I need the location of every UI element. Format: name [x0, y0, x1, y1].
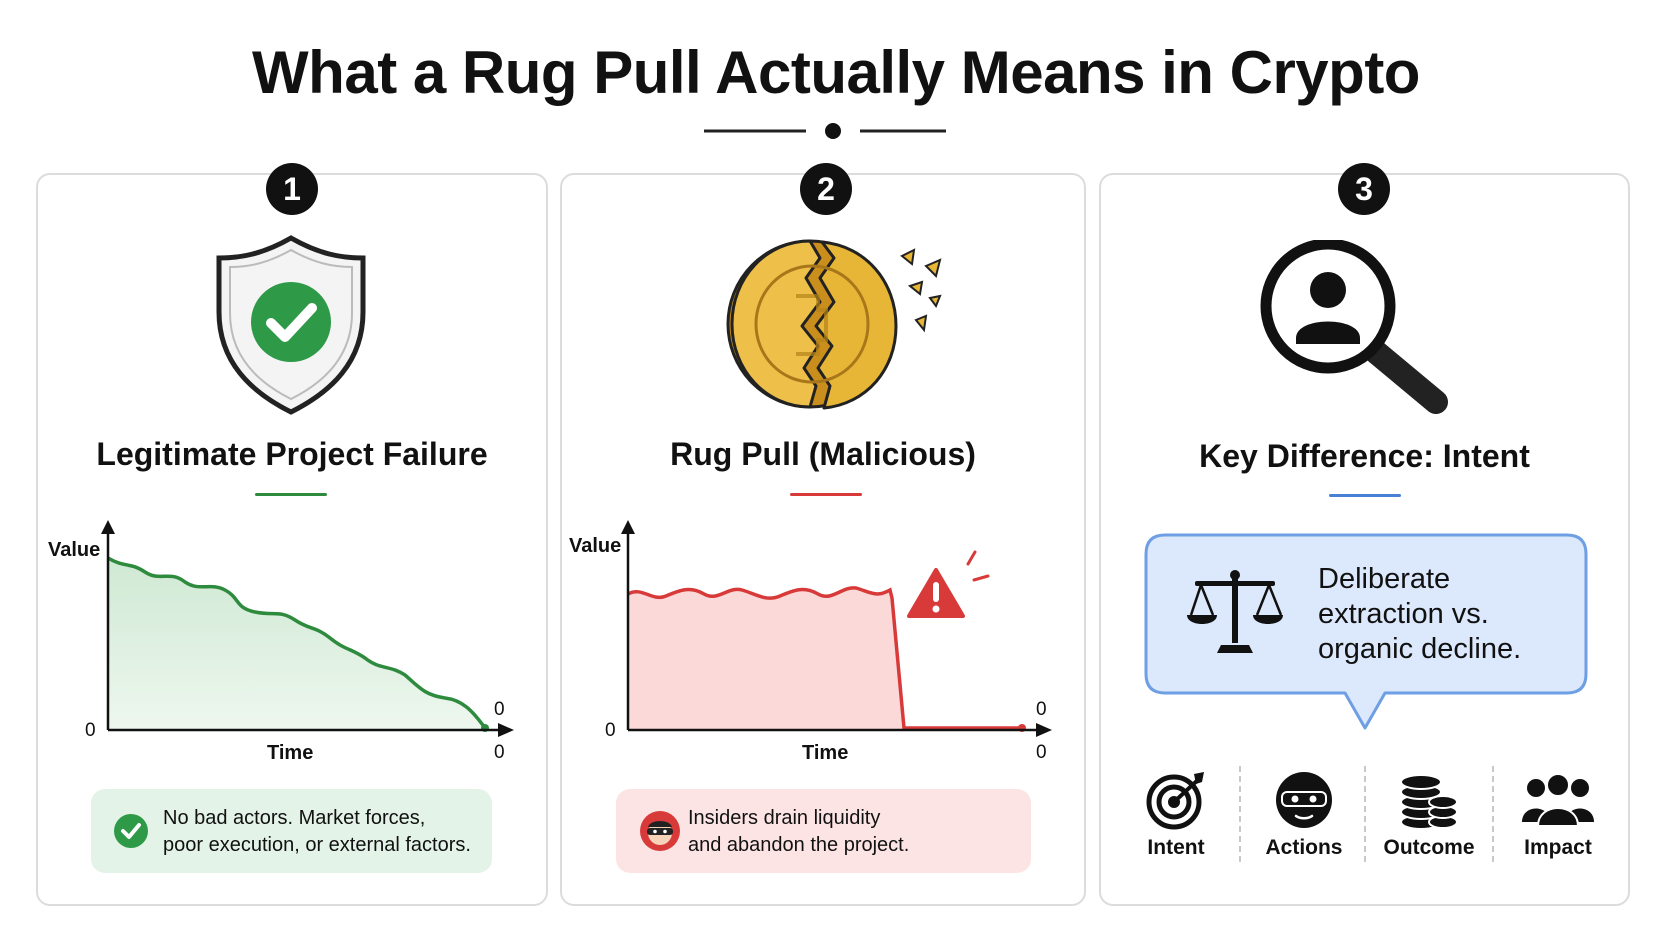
note-line-1: No bad actors. Market forces,	[163, 807, 426, 829]
factor-label-actions: Actions	[1265, 836, 1343, 859]
card-title-key-difference: Key Difference: Intent	[1199, 438, 1530, 474]
step-number-3: 3	[1338, 163, 1390, 215]
bubble-line-2: extraction vs.	[1318, 598, 1489, 630]
bubble-line-3: organic decline.	[1318, 633, 1522, 665]
coin-stack-icon	[1400, 774, 1458, 830]
title-divider	[704, 123, 946, 139]
y-origin-tick-1: 0	[85, 720, 96, 741]
rug-pull-chart	[621, 520, 1052, 737]
note-line-2: poor execution, or external factors.	[163, 834, 471, 856]
y-axis-label-2: Value	[569, 535, 622, 557]
y-end-tick-1: 0	[494, 699, 505, 720]
factor-label-impact: Impact	[1524, 836, 1592, 859]
x-axis-label-1: Time	[267, 742, 314, 764]
card-underline-red	[790, 493, 862, 496]
y-end-tick-2: 0	[1036, 699, 1047, 720]
factor-separator	[1492, 766, 1494, 862]
masked-face-icon	[1276, 772, 1332, 828]
decline-chart	[101, 520, 514, 737]
broken-coin-icon	[726, 239, 942, 410]
note-rug-pull: Insiders drain liquidity and abandon the…	[616, 789, 1031, 873]
card-title-rug-pull: Rug Pull (Malicious)	[670, 436, 976, 472]
rug-pull-area	[628, 587, 904, 730]
note-legitimate: No bad actors. Market forces, poor execu…	[91, 789, 492, 873]
decline-area	[108, 558, 485, 730]
step-number-1: 1	[266, 163, 318, 215]
warning-icon	[907, 550, 990, 618]
decline-line	[107, 556, 487, 730]
bubble-line-1: Deliberate	[1318, 563, 1451, 595]
x-axis-label-2: Time	[802, 742, 849, 764]
note-line-1: Insiders drain liquidity	[688, 807, 881, 829]
y-axis-label-1: Value	[48, 539, 101, 561]
card-underline-green	[255, 493, 327, 496]
factor-label-outcome: Outcome	[1383, 836, 1475, 859]
card-title-legitimate: Legitimate Project Failure	[96, 436, 488, 472]
step-number-2: 2	[800, 163, 852, 215]
factor-separator	[1364, 766, 1366, 862]
note-line-2: and abandon the project.	[688, 834, 910, 856]
people-group-icon	[1522, 773, 1594, 827]
check-circle-icon	[114, 814, 148, 848]
card-underline-blue	[1329, 494, 1401, 497]
factor-separator	[1239, 766, 1241, 862]
y-origin-tick-2: 0	[605, 720, 616, 741]
x-end-tick-2: 0	[1036, 742, 1047, 763]
factor-label-intent: Intent	[1147, 836, 1205, 859]
page-title: What a Rug Pull Actually Means in Crypto	[252, 39, 1420, 106]
masked-thief-icon	[640, 811, 680, 851]
magnifier-person-icon	[1260, 240, 1448, 414]
shield-check-icon	[216, 235, 366, 415]
x-end-tick-1: 0	[494, 742, 505, 763]
bubble-text: Deliberate extraction vs. organic declin…	[1318, 562, 1521, 667]
target-icon	[1146, 772, 1204, 830]
rug-pull-line	[627, 586, 1022, 730]
scales-icon	[1187, 570, 1283, 653]
